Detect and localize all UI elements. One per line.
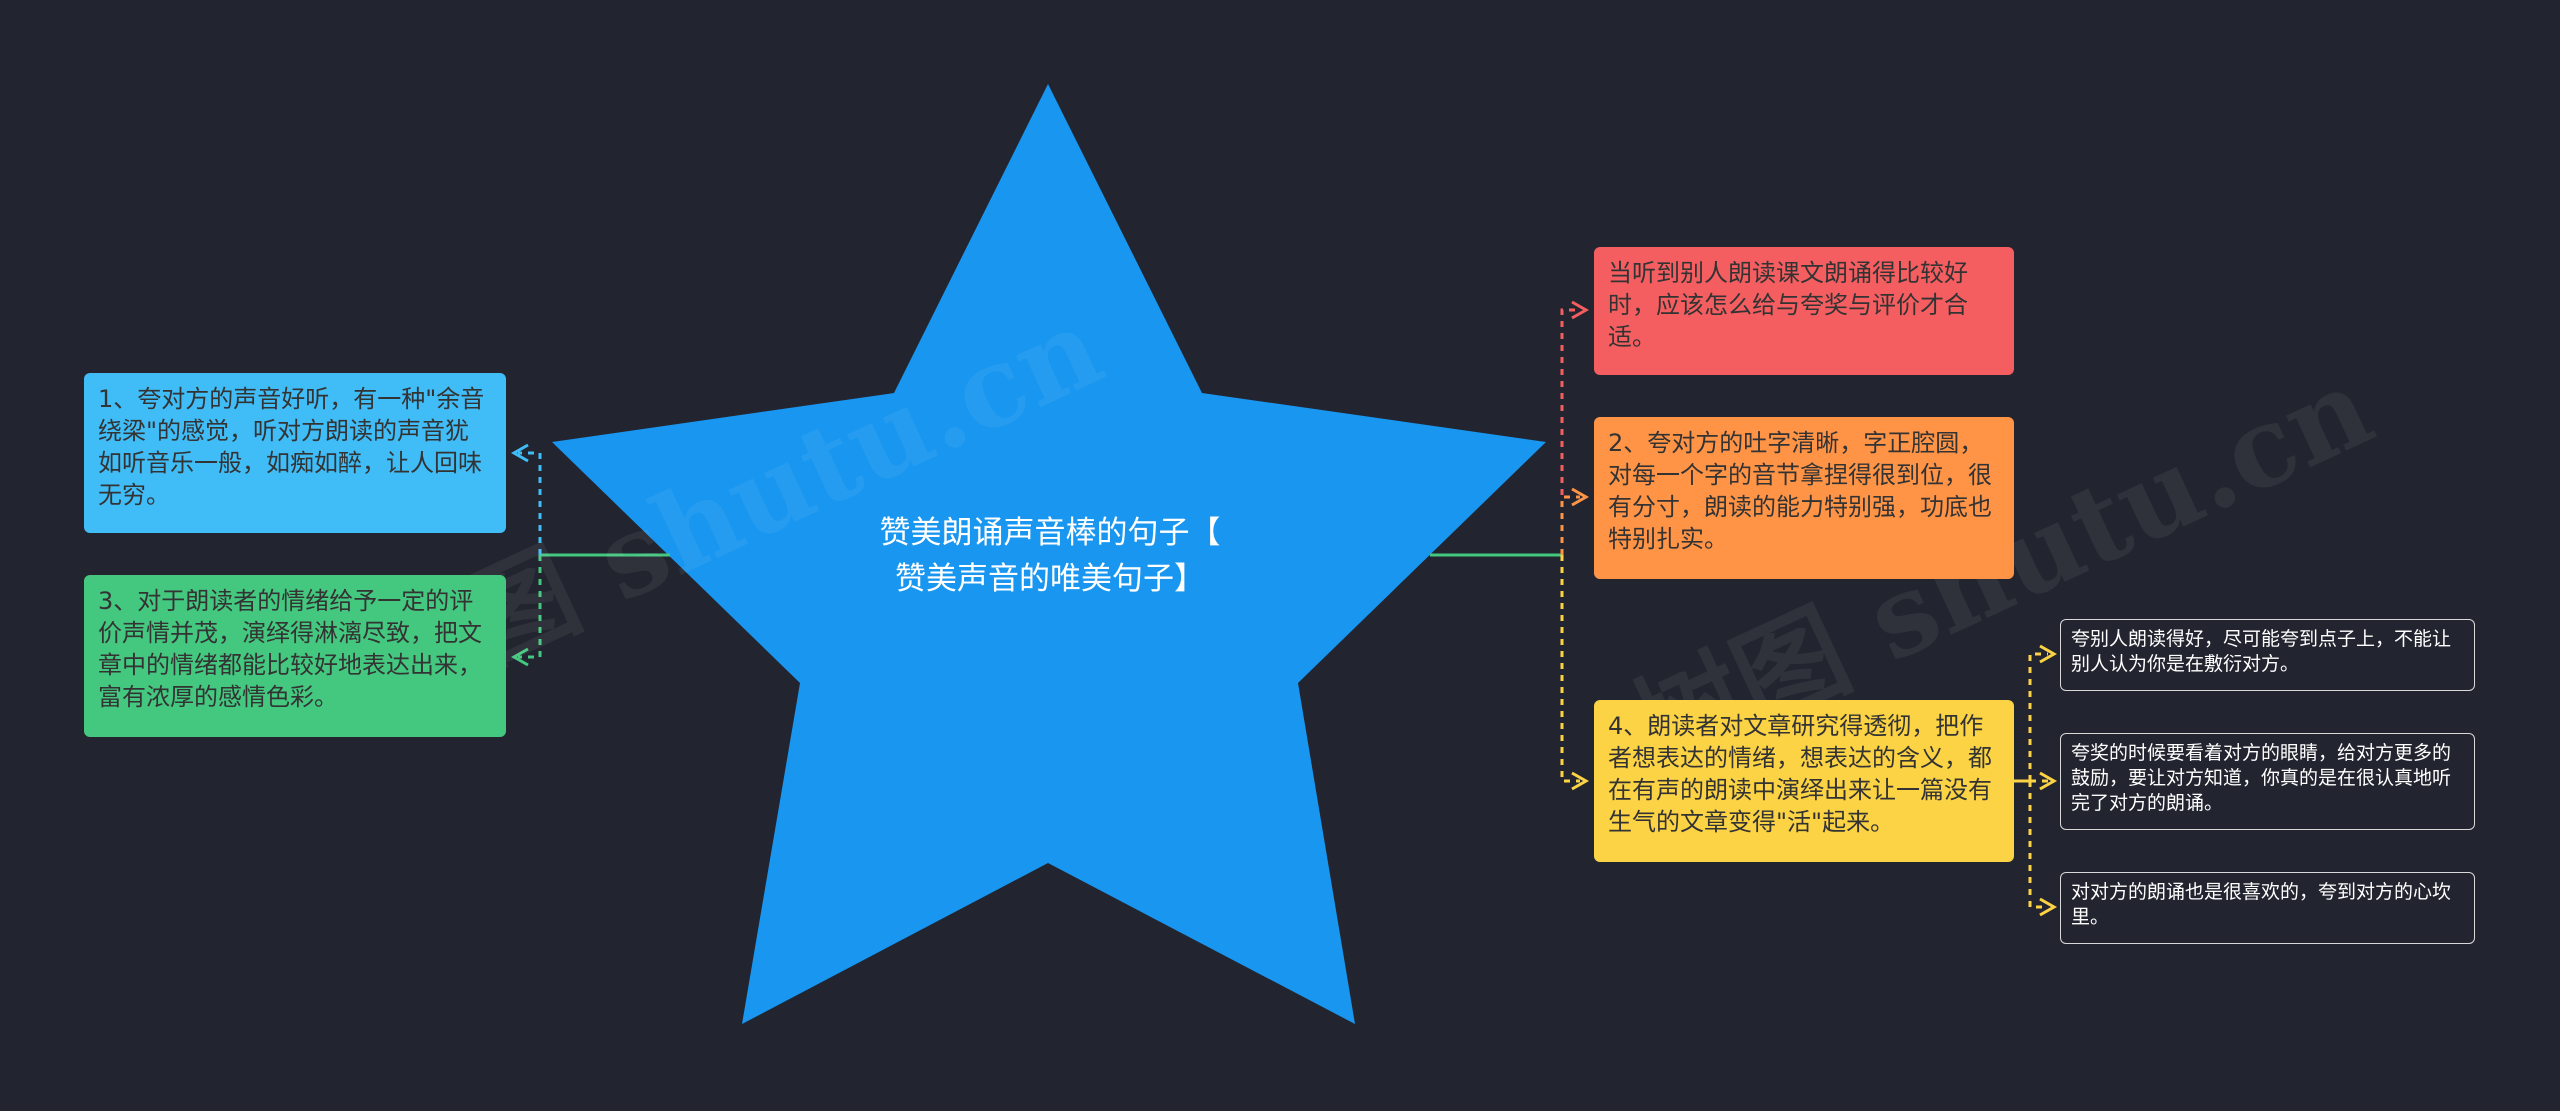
arrow-right-red: [1571, 300, 1590, 320]
connector-left-1: [518, 451, 542, 555]
arrow-right-yellow: [1571, 771, 1590, 791]
connector-leaf-1: [2028, 652, 2048, 781]
connector-right-red: [1560, 308, 1580, 555]
center-star-shape: [552, 84, 1546, 1024]
connector-leaf-3: [2028, 781, 2048, 909]
arrow-left-3: [510, 647, 529, 667]
connector-right-yellow: [1560, 555, 1580, 783]
leaf-node-3[interactable]: 对对方的朗诵也是很喜欢的，夸到对方的心坎里。: [2060, 872, 2475, 944]
connector-right-orange: [1560, 495, 1580, 555]
right-node-4[interactable]: 4、朗读者对文章研究得透彻，把作者想表达的情绪，想表达的含义，都在有声的朗读中演…: [1594, 700, 2014, 862]
leaf-node-2[interactable]: 夸奖的时候要看着对方的眼睛，给对方更多的鼓励，要让对方知道，你真的是在很认真地听…: [2060, 733, 2475, 830]
arrow-leaf-2: [2039, 771, 2058, 791]
right-node-2[interactable]: 2、夸对方的吐字清晰，字正腔圆，对每一个字的音节拿捏得很到位，很有分寸，朗读的能…: [1594, 417, 2014, 579]
arrow-left-1: [510, 443, 529, 463]
leaf-node-1[interactable]: 夸别人朗读得好，尽可能夸到点子上，不能让别人认为你是在敷衍对方。: [2060, 619, 2475, 691]
arrow-right-orange: [1571, 487, 1590, 507]
left-node-1[interactable]: 1、夸对方的声音好听，有一种"余音绕梁"的感觉，听对方朗读的声音犹如听音乐一般，…: [84, 373, 506, 533]
arrow-leaf-3: [2039, 897, 2058, 917]
connector-left-3: [518, 555, 542, 659]
right-node-intro[interactable]: 当听到别人朗读课文朗诵得比较好时，应该怎么给与夸奖与评价才合适。: [1594, 247, 2014, 375]
center-topic[interactable]: 赞美朗诵声音棒的句子【 赞美声音的唯美句子】: [879, 515, 1221, 597]
arrow-leaf-1: [2039, 644, 2058, 664]
left-node-3[interactable]: 3、对于朗读者的情绪给予一定的评价声情并茂，演绎得淋漓尽致，把文章中的情绪都能比…: [84, 575, 506, 737]
